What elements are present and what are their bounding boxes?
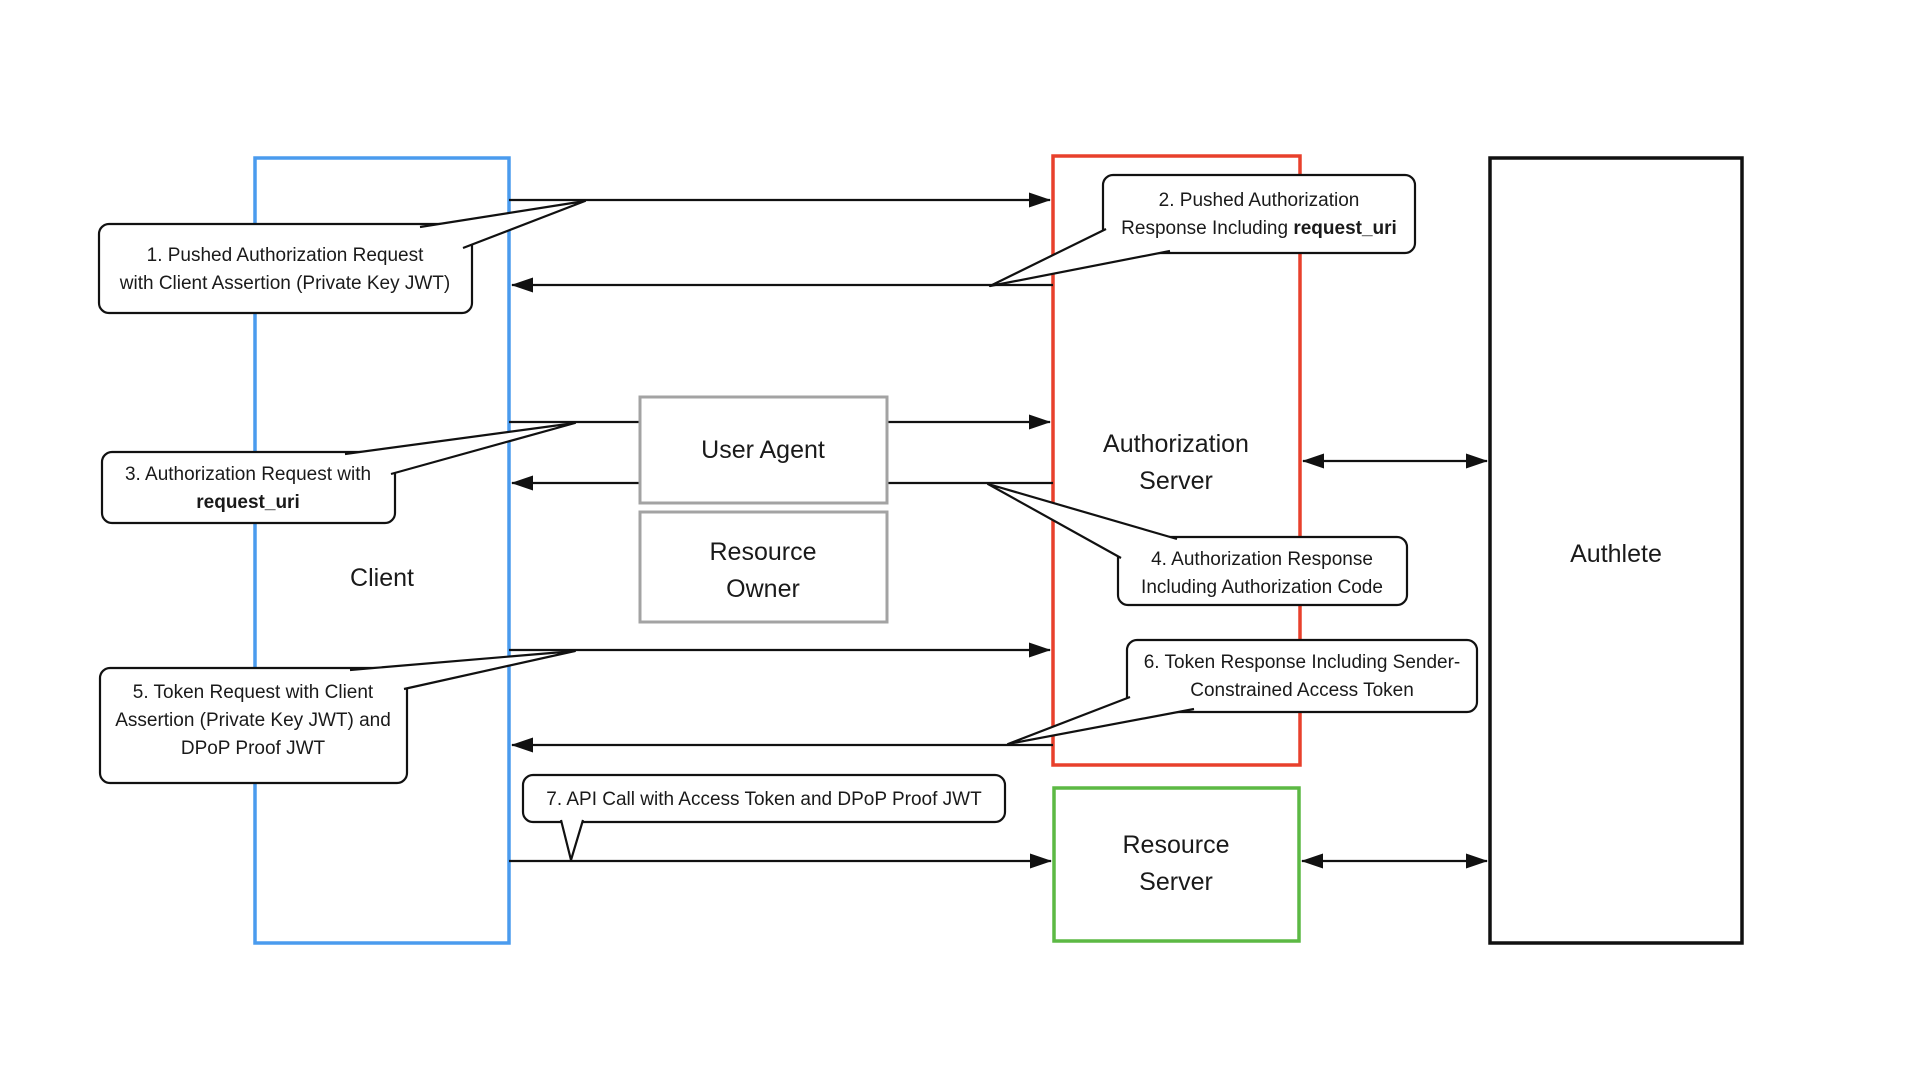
callout-4-line1: 4. Authorization Response xyxy=(1151,549,1373,570)
callout-5: 5. Token Request with Client Assertion (… xyxy=(98,649,577,785)
resource-server-box-border xyxy=(1052,786,1301,943)
resource-owner-label-line2: Owner xyxy=(726,575,800,603)
authorization-server-label-line1: Authorization xyxy=(1103,430,1249,458)
callout-5-line1: 5. Token Request with Client xyxy=(133,682,374,703)
callout-3-line1: 3. Authorization Request with xyxy=(125,464,371,485)
authlete-label: Authlete xyxy=(1570,540,1662,568)
callout-6-line2: Constrained Access Token xyxy=(1190,680,1414,701)
resource-owner-box-border xyxy=(638,510,889,624)
resource-owner-label-line1: Resource xyxy=(710,538,817,566)
callout-6-pointer xyxy=(1006,695,1195,746)
callout-7-pointer xyxy=(559,819,585,862)
callout-1: 1. Pushed Authorization Request with Cli… xyxy=(97,199,587,315)
callout-2-pointer xyxy=(988,228,1171,288)
callout-4-line2: Including Authorization Code xyxy=(1141,577,1383,598)
callout-4-bubble xyxy=(1116,535,1409,607)
user-agent-box: User Agent xyxy=(638,395,889,505)
authlete-box-border xyxy=(1488,156,1744,945)
callout-1-line1: 1. Pushed Authorization Request xyxy=(147,245,424,266)
callout-2-line1: 2. Pushed Authorization xyxy=(1159,190,1360,211)
callout-2-line2: Response Including request_uri xyxy=(1121,218,1397,239)
callout-4: 4. Authorization Response Including Auth… xyxy=(986,482,1409,607)
authlete-box: Authlete xyxy=(1488,156,1744,945)
resource-server-box: Resource Server xyxy=(1052,786,1301,943)
callout-4-pointer xyxy=(986,482,1178,559)
callout-7-line1: 7. API Call with Access Token and DPoP P… xyxy=(546,789,982,810)
resource-server-label-line1: Resource xyxy=(1123,831,1230,859)
user-agent-label: User Agent xyxy=(701,436,825,464)
callout-6-bubble xyxy=(1125,638,1479,714)
authorization-server-label-line2: Server xyxy=(1139,467,1213,495)
callout-7: 7. API Call with Access Token and DPoP P… xyxy=(521,773,1007,862)
callout-3-pointer xyxy=(344,421,577,476)
user-agent-box-border xyxy=(638,395,889,505)
callout-5-bubble xyxy=(98,666,409,785)
callout-1-line2: with Client Assertion (Private Key JWT) xyxy=(119,273,450,294)
callout-7-bubble xyxy=(521,773,1007,824)
callout-3: 3. Authorization Request with request_ur… xyxy=(100,421,577,525)
callout-2: 2. Pushed Authorization Response Includi… xyxy=(988,173,1417,288)
callout-5-pointer xyxy=(349,649,577,691)
resource-server-label-line2: Server xyxy=(1139,868,1213,896)
client-label: Client xyxy=(350,564,414,592)
callout-6: 6. Token Response Including Sender- Cons… xyxy=(1006,638,1479,746)
callout-1-bubble xyxy=(97,222,474,315)
callout-5-line3: DPoP Proof JWT xyxy=(181,738,326,759)
callout-3-bubble xyxy=(100,450,397,525)
resource-owner-box: Resource Owner xyxy=(638,510,889,624)
callout-1-pointer xyxy=(419,199,587,250)
callout-5-line2: Assertion (Private Key JWT) and xyxy=(115,710,391,731)
callout-3-line2: request_uri xyxy=(196,492,299,513)
callout-2-bubble xyxy=(1101,173,1417,255)
callout-6-line1: 6. Token Response Including Sender- xyxy=(1144,652,1461,673)
